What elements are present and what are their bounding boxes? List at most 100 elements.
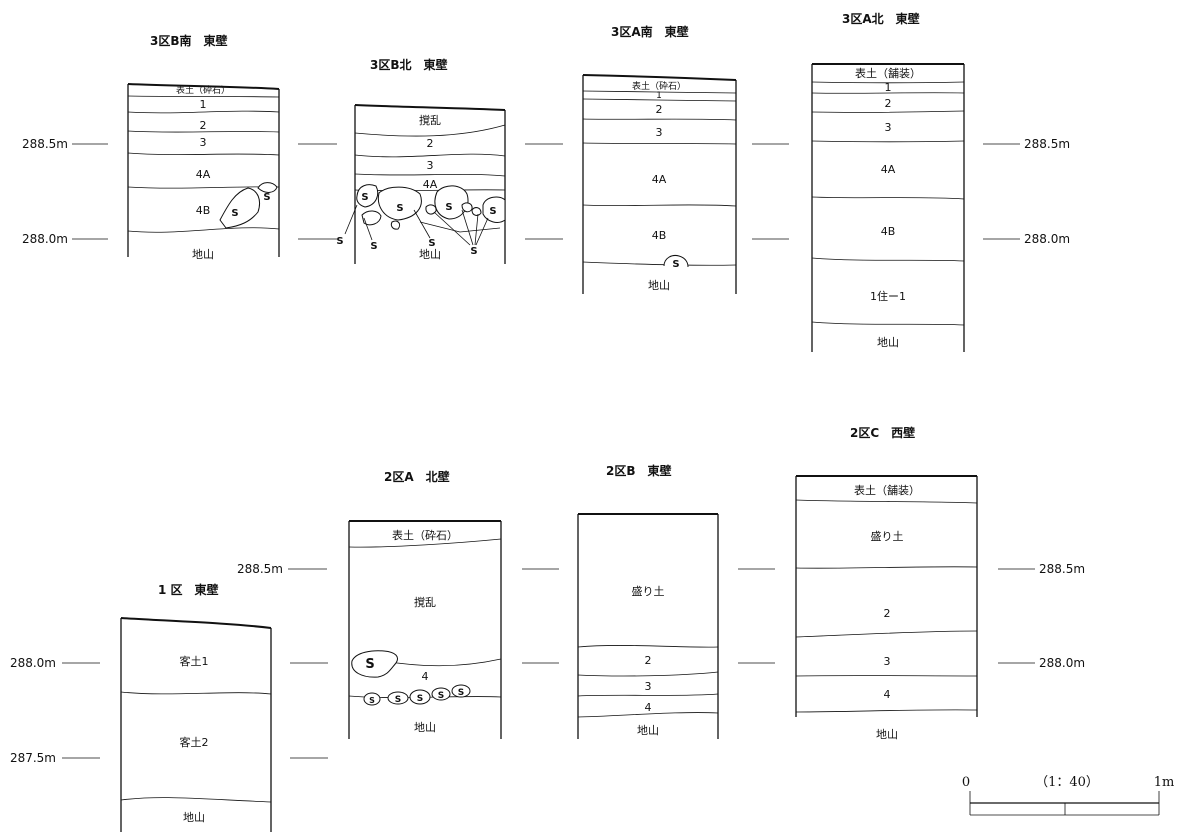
- elevation-label: 288.0m: [1024, 232, 1070, 246]
- layer-label: 地山: [419, 248, 441, 261]
- layer-label: 地山: [183, 811, 205, 824]
- layer-label: 表土（砕石）: [392, 528, 458, 542]
- elevation-label: 288.0m: [1039, 656, 1085, 670]
- section-title: 1 区 東壁: [158, 582, 219, 597]
- stone-outline: [257, 182, 278, 193]
- section-3b-north-east-wall: 3区B北 東壁 撹乱 2 3 4A 地山 S S S S S S: [336, 57, 506, 264]
- stone-outline: [451, 684, 471, 698]
- section-title: 2区C 西壁: [850, 425, 915, 440]
- stone-outline: [390, 220, 401, 230]
- layer-label: 3: [884, 655, 891, 668]
- section-title: 2区B 東壁: [606, 463, 672, 478]
- layer-label: 4A: [196, 168, 211, 181]
- stone-label: S: [369, 696, 375, 705]
- layer-label: 4: [645, 701, 652, 714]
- elevation-label: 288.5m: [237, 562, 283, 576]
- layer-label: 2: [645, 654, 652, 667]
- layer-label: 2: [656, 103, 663, 116]
- layer-label: 表土（舗装）: [855, 66, 921, 80]
- layer-label: 撹乱: [419, 113, 441, 127]
- scale-bar: 0 （1：40） 1m: [962, 775, 1175, 816]
- section-3a-south-east-wall: 3区A南 東壁 表土（砕石） 1 2 3 4A 4B 地山 S: [582, 24, 737, 294]
- stone-label: S: [336, 236, 343, 247]
- stone-outline: [461, 202, 473, 213]
- stone-label: S: [428, 238, 435, 249]
- layer-label: 4B: [196, 204, 211, 217]
- stone-label: S: [263, 192, 270, 203]
- layer-label: 客土2: [180, 735, 209, 749]
- stone-outline: [663, 255, 689, 268]
- stone-outline: [361, 210, 382, 226]
- stone-label: S: [672, 259, 679, 270]
- layer-label: 表土（砕石）: [176, 84, 230, 96]
- section-title: 3区A南 東壁: [611, 24, 689, 39]
- layer-label: 盛り土: [632, 584, 665, 598]
- stone-outline: [351, 650, 398, 678]
- layer-label: 3: [645, 680, 652, 693]
- stone-label: S: [396, 203, 403, 214]
- elevation-label: 288.5m: [22, 137, 68, 151]
- elevation-label: 287.5m: [10, 751, 56, 765]
- layer-label: 2: [200, 119, 207, 132]
- stone-label: S: [445, 202, 452, 213]
- layer-label: 4: [884, 688, 891, 701]
- stone-label: S: [438, 691, 444, 701]
- section-3a-north-east-wall: 3区A北 東壁 表土（舗装） 1 2 3 4A 4B 1住ー1 地山: [811, 11, 965, 352]
- elevation-markers-lower: 288.5m 288.0m 287.5m 288.5m 288.0m: [10, 562, 1085, 765]
- layer-label: 1: [885, 81, 892, 94]
- stone-label: S: [489, 206, 496, 217]
- section-title: 3区A北 東壁: [842, 11, 920, 26]
- section-3b-south-east-wall: 3区B南 東壁 表土（砕石） 1 2 3 4A 4B 地山 S S: [127, 33, 280, 261]
- stone-outline: [482, 196, 506, 223]
- layer-label: 1住ー1: [870, 289, 906, 303]
- layer-label: 4A: [881, 163, 896, 176]
- layer-label: 撹乱: [414, 595, 436, 609]
- layer-label: 客土1: [180, 654, 209, 668]
- layer-label: 1: [200, 98, 207, 111]
- scale-zero-label: 0: [962, 775, 970, 790]
- layer-label: 4A: [652, 173, 667, 186]
- stone-label: S: [231, 208, 238, 219]
- stone-outline: [409, 689, 431, 705]
- section-2a-north-wall: 2区A 北壁 表土（砕石） 撹乱 4 地山 S S S S S S: [348, 469, 502, 739]
- layer-label: 2: [884, 607, 891, 620]
- elevation-label: 288.5m: [1039, 562, 1085, 576]
- stone-outline: [431, 687, 451, 701]
- layer-label: 4B: [652, 229, 667, 242]
- elevation-label: 288.5m: [1024, 137, 1070, 151]
- stone-label: S: [395, 695, 401, 705]
- stone-outline: [377, 186, 422, 221]
- stone-outline: [471, 207, 482, 216]
- layer-label: 4B: [881, 225, 896, 238]
- section-2b-east-wall: 2区B 東壁 盛り土 2 3 4 地山: [577, 463, 719, 739]
- layer-label: 地山: [192, 248, 214, 261]
- layer-label: 地山: [414, 721, 436, 734]
- section-1-east-wall: 1 区 東壁 客土1 客土2 地山: [120, 582, 272, 832]
- stone-label: S: [370, 241, 377, 252]
- layer-label: 3: [200, 136, 207, 149]
- scale-ratio-label: （1：40）: [1035, 775, 1099, 790]
- layer-label: 3: [427, 159, 434, 172]
- layer-label: 盛り土: [871, 529, 904, 543]
- layer-label: 3: [885, 121, 892, 134]
- section-2c-west-wall: 2区C 西壁 表土（舗装） 盛り土 2 3 4 地山: [795, 425, 978, 741]
- layer-label: 2: [885, 97, 892, 110]
- stone-outline: [363, 692, 381, 706]
- section-title: 2区A 北壁: [384, 469, 450, 484]
- layer-label: 1: [656, 91, 662, 101]
- layer-label: 地山: [876, 728, 898, 741]
- layer-label: 表土（砕石）: [632, 80, 686, 92]
- stone-label: S: [470, 246, 477, 257]
- stone-outline: [356, 184, 379, 208]
- layer-label: 地山: [648, 279, 670, 292]
- stone-label: S: [417, 694, 423, 704]
- stone-outline: [219, 187, 261, 229]
- stone-label: S: [458, 688, 464, 698]
- layer-label: 4: [422, 670, 429, 683]
- stone-label: S: [361, 192, 368, 203]
- elevation-label: 288.0m: [22, 232, 68, 246]
- layer-label: 地山: [637, 724, 659, 737]
- layer-label: 地山: [877, 336, 899, 349]
- scale-one-meter-label: 1m: [1154, 775, 1175, 790]
